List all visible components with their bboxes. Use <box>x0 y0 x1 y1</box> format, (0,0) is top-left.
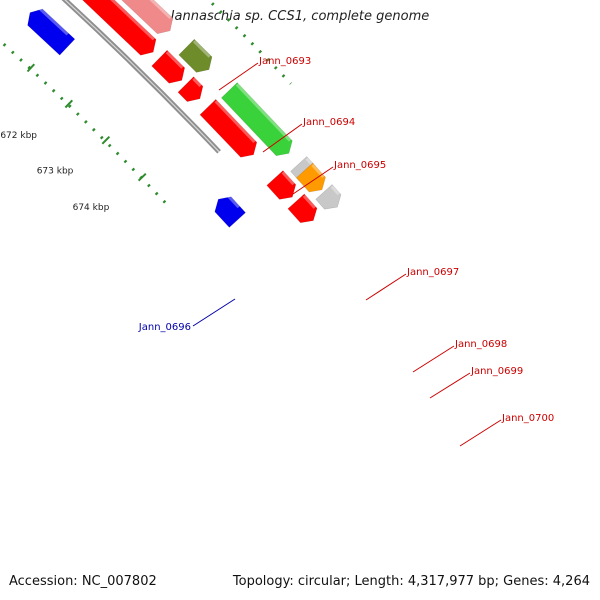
topology-label: Topology: circular; Length: 4,317,977 bp… <box>232 574 590 589</box>
genome-title: Jannaschia sp. CCS1, complete genome <box>170 9 430 24</box>
gene-label: Jann_0698 <box>454 339 507 350</box>
gene-label: Jann_0695 <box>333 160 386 171</box>
cds-block-7-shine <box>165 51 184 69</box>
pink-block-shine <box>149 0 172 19</box>
kbp-tick-mark <box>26 63 36 73</box>
gene-leader-line <box>218 62 259 91</box>
cds-block-8-shine <box>192 77 202 88</box>
kbp-tick-label: 674 kbp <box>73 203 110 213</box>
gene-leader-line <box>459 419 502 447</box>
blue-gene-2 <box>214 196 246 228</box>
gene-label: Jann_0693 <box>258 56 311 67</box>
olive-block-shine <box>193 40 211 58</box>
grey-block-2-shine <box>330 185 340 196</box>
kbp-tick-label: 673 kbp <box>37 167 74 177</box>
gene-leader-line <box>429 372 471 399</box>
cds-block-11 <box>287 193 318 224</box>
cds-block-11-shine <box>302 194 316 209</box>
green-block-shine <box>235 83 292 142</box>
backbone-highlight <box>64 0 220 153</box>
cds-block-9 <box>199 98 258 158</box>
gene-label: Jann_0694 <box>302 117 355 128</box>
cds-block-6-shine <box>110 0 155 41</box>
kbp-tick-label: 672 kbp <box>0 131 37 141</box>
olive-block <box>178 38 213 73</box>
kbp-tick-mark <box>101 135 111 145</box>
kbp-tick-mark <box>64 99 74 109</box>
accession-label: Accession: NC_007802 <box>9 574 157 589</box>
gene-leader-line <box>262 123 303 153</box>
green-block <box>220 82 293 157</box>
pink-block <box>121 0 174 35</box>
gene-label: Jann_0697 <box>406 267 459 278</box>
gene-leader-line <box>292 166 334 195</box>
cds-block-6 <box>82 0 157 56</box>
cds-block-10-shine <box>281 171 295 186</box>
cds-block-8 <box>177 76 204 102</box>
gene-leader-line <box>412 345 455 373</box>
cds-block-7 <box>151 49 186 84</box>
cds-block-9-shine <box>214 100 256 143</box>
gene-label: Jann_0696 <box>138 322 191 333</box>
blue-gene-1-shine <box>36 5 69 36</box>
orange-block <box>295 162 326 193</box>
gene-leader-line <box>365 273 407 301</box>
gene-label: Jann_0700 <box>501 413 554 424</box>
kbp-tick-mark <box>137 172 147 182</box>
gene-label: Jann_0699 <box>470 366 523 377</box>
cds-block-10 <box>266 170 297 200</box>
gene-leader-line <box>192 298 236 327</box>
blue-gene-2-shine <box>224 192 240 209</box>
grey-block-2 <box>315 184 342 210</box>
blue-gene-1 <box>27 8 76 56</box>
